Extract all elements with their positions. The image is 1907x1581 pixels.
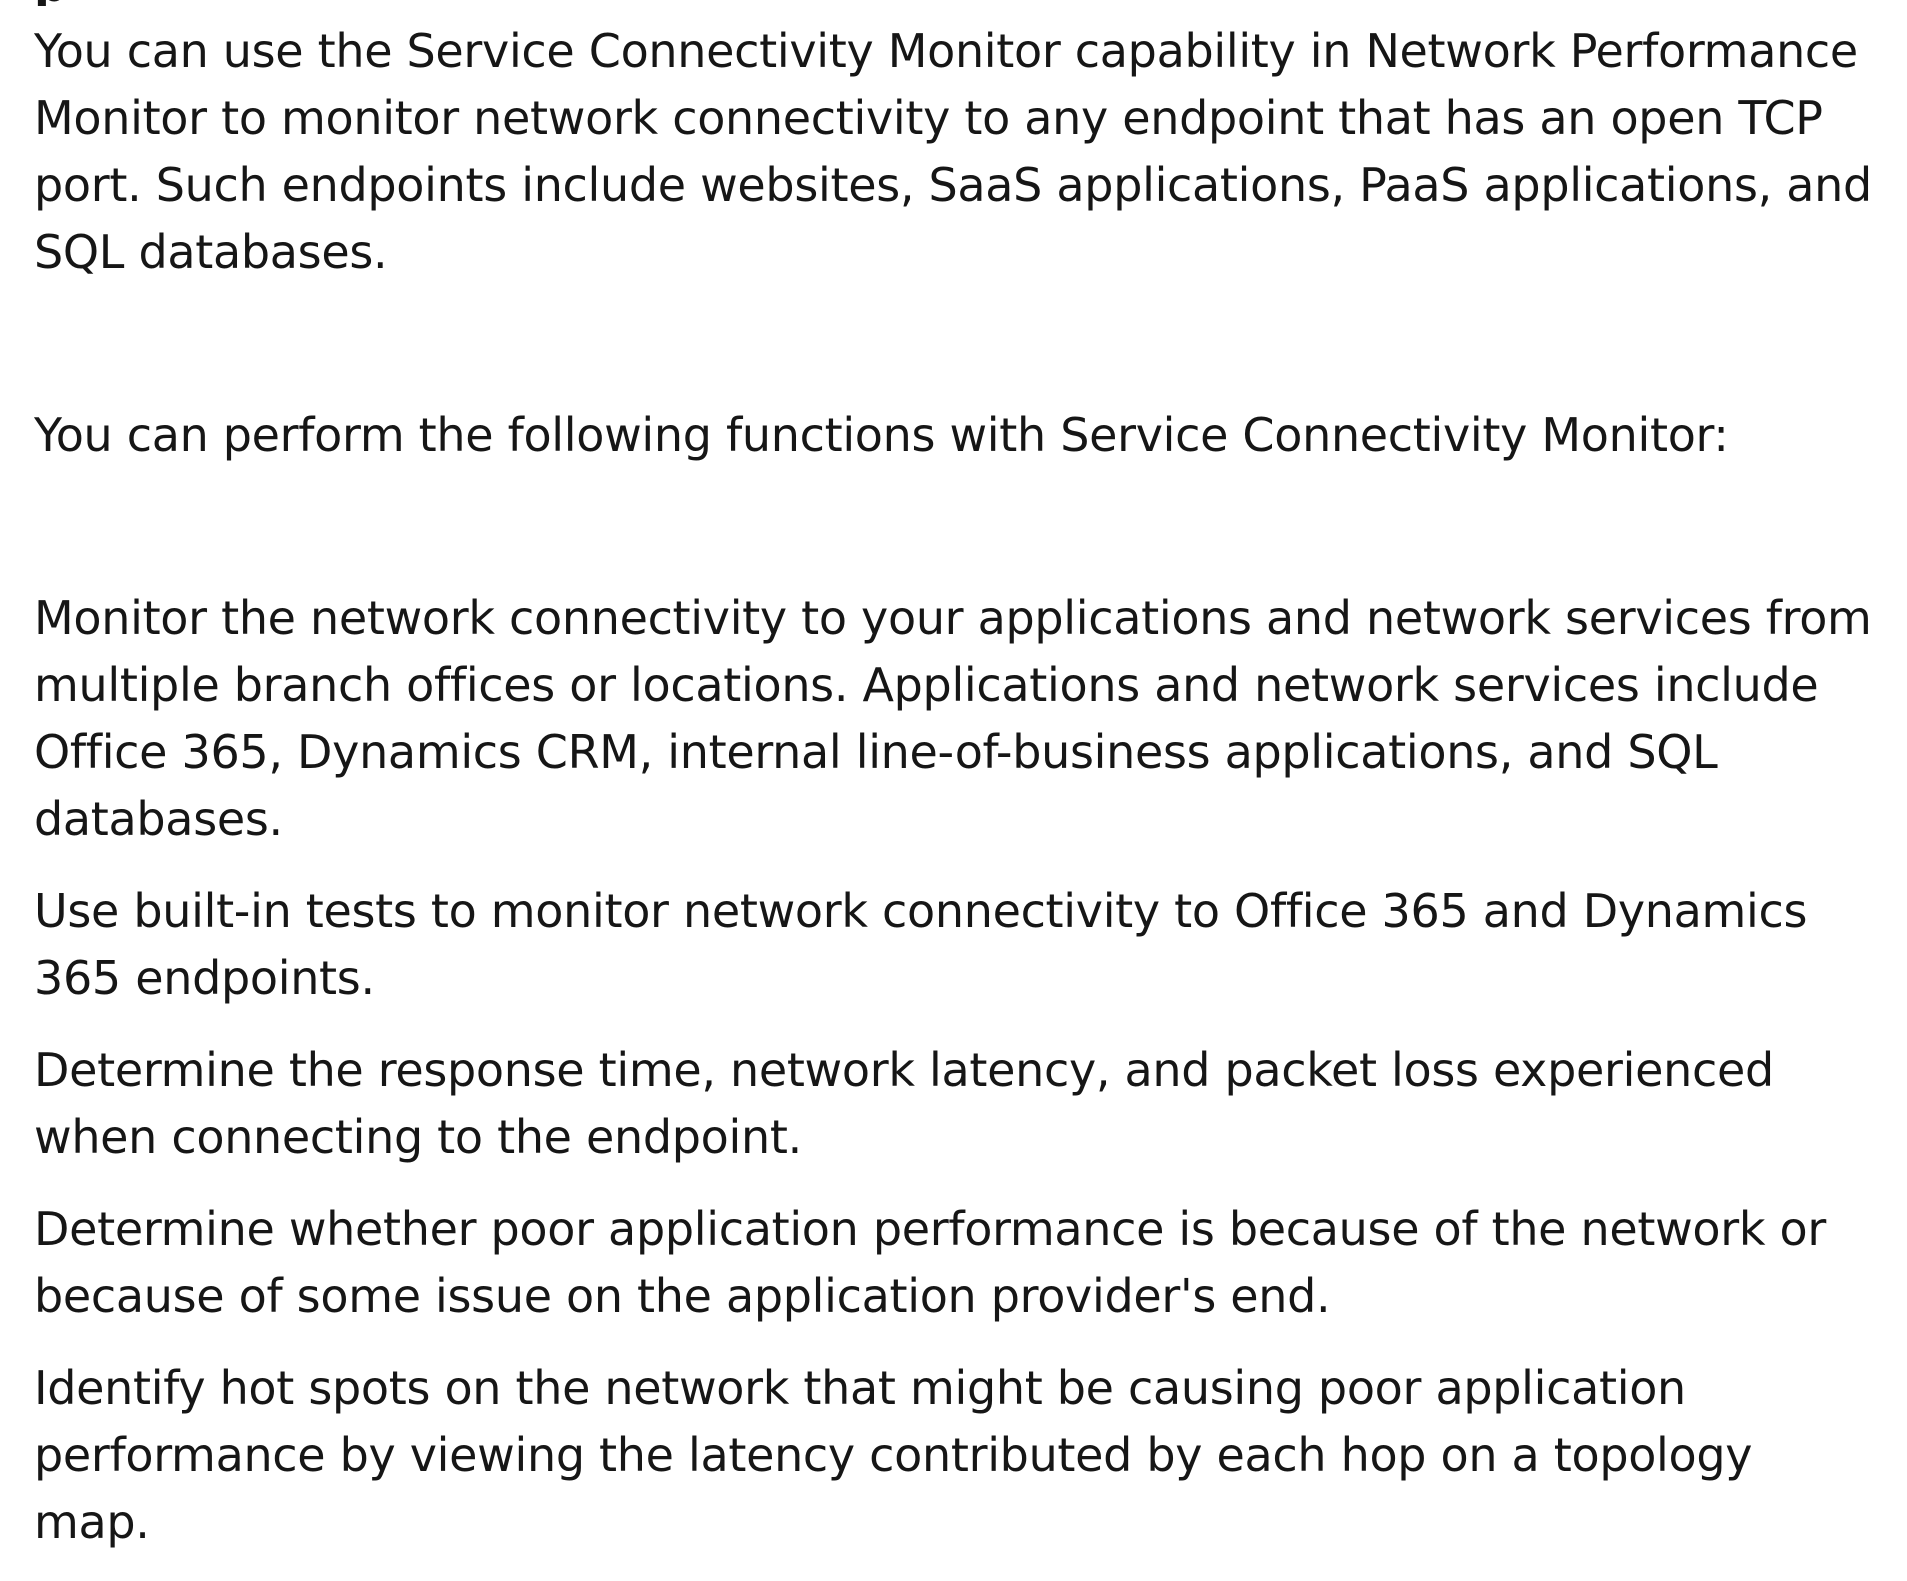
article-content: You can use the Service Connectivity Mon… — [34, 18, 1874, 1581]
section-heading-text: p — [34, 0, 94, 6]
section-heading-fragment: p — [34, 0, 94, 6]
function-item-response-time: Determine the response time, network lat… — [34, 1043, 1774, 1164]
intro-paragraph: You can use the Service Connectivity Mon… — [34, 24, 1872, 279]
functions-lead-paragraph: You can perform the following functions … — [34, 408, 1729, 462]
function-item-monitor-connectivity: Monitor the network connectivity to your… — [34, 591, 1872, 846]
functions-list: Monitor the network connectivity to your… — [34, 585, 1874, 1556]
function-item-hot-spots: Identify hot spots on the network that m… — [34, 1361, 1753, 1549]
function-item-built-in-tests: Use built-in tests to monitor network co… — [34, 884, 1808, 1005]
function-item-poor-performance-cause: Determine whether poor application perfo… — [34, 1202, 1826, 1323]
